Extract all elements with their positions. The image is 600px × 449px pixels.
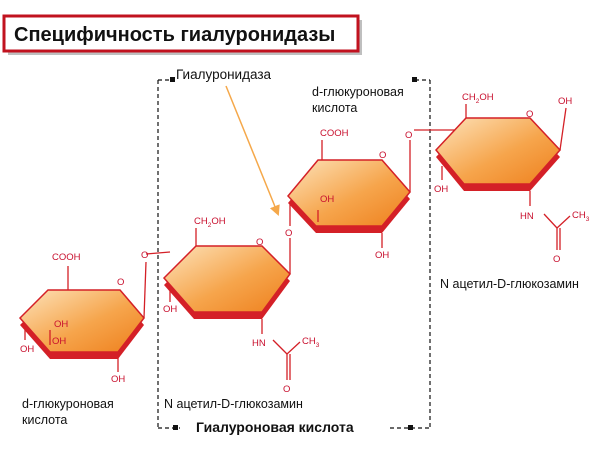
caption-glucuronic-acid-2-line2: кислота — [312, 101, 357, 115]
ring-acetylglucosamine-2: CH2OH O OH OH HN CH3 O — [434, 92, 590, 265]
atom-bridge-oxygen: O — [141, 250, 148, 261]
atom-carbonyl-oxygen: O — [283, 384, 290, 395]
bracket-corner-mark — [170, 77, 175, 82]
atom-oh: OH — [111, 374, 125, 385]
ring-glucuronic-acid-1: COOH O OH OH OH OH — [18, 252, 147, 385]
title-box: Специфичность гиалуронидазы — [2, 14, 362, 55]
atom-bridge-oxygen: O — [405, 130, 412, 141]
atom-oh: OH — [375, 250, 389, 261]
atom-ch2oh: CH2OH — [462, 92, 494, 105]
atom-nh: HN — [252, 338, 266, 349]
atom-oh: OH — [52, 336, 66, 347]
atom-bridge-oxygen: O — [285, 228, 292, 239]
caption-acetylglucosamine-1: N ацетил-D-глюкозамин — [164, 397, 303, 411]
atom-ring-oxygen: O — [379, 150, 386, 161]
atom-cooh: COOH — [320, 128, 349, 139]
atom-carbonyl-oxygen: O — [553, 254, 560, 265]
atom-oh: OH — [54, 319, 68, 330]
atom-ring-oxygen: O — [526, 109, 533, 120]
bracket-corner-mark — [173, 425, 178, 430]
ring-acetylglucosamine-1: CH2OH O OH HN CH3 O — [162, 216, 320, 395]
atom-ring-oxygen: O — [256, 237, 263, 248]
bracket-corner-mark — [412, 77, 417, 82]
caption-glucuronic-acid-2: d-глюкуроновая — [312, 85, 404, 99]
caption-glucuronic-acid-1-line2: кислота — [22, 413, 67, 427]
caption-glucuronic-acid-1: d-глюкуроновая — [22, 397, 114, 411]
atom-oh: OH — [20, 344, 34, 355]
atom-ch3: CH3 — [572, 210, 590, 223]
atom-oh: OH — [163, 304, 177, 315]
ring-glucuronic-acid-2: COOH O OH OH — [287, 128, 411, 261]
atom-oh: OH — [434, 184, 448, 195]
enzyme-arrow — [225, 85, 280, 216]
glycosidic-bond — [145, 251, 171, 255]
atom-cooh: COOH — [52, 252, 81, 263]
atom-oh: OH — [558, 96, 572, 107]
atom-ch2oh: CH2OH — [194, 216, 226, 229]
atom-ch3: CH3 — [302, 336, 320, 349]
bracket-corner-mark — [408, 425, 413, 430]
hyaluronic-acid-label: Гиалуроновая кислота — [196, 419, 354, 435]
atom-oh: OH — [320, 194, 334, 205]
page-title: Специфичность гиалуронидазы — [14, 24, 335, 46]
dashed-bracket — [157, 79, 431, 429]
enzyme-label: Гиалуронидаза — [176, 67, 272, 82]
caption-acetylglucosamine-2: N ацетил-D-глюкозамин — [440, 277, 579, 291]
atom-ring-oxygen: O — [117, 277, 124, 288]
atom-nh: HN — [520, 211, 534, 222]
